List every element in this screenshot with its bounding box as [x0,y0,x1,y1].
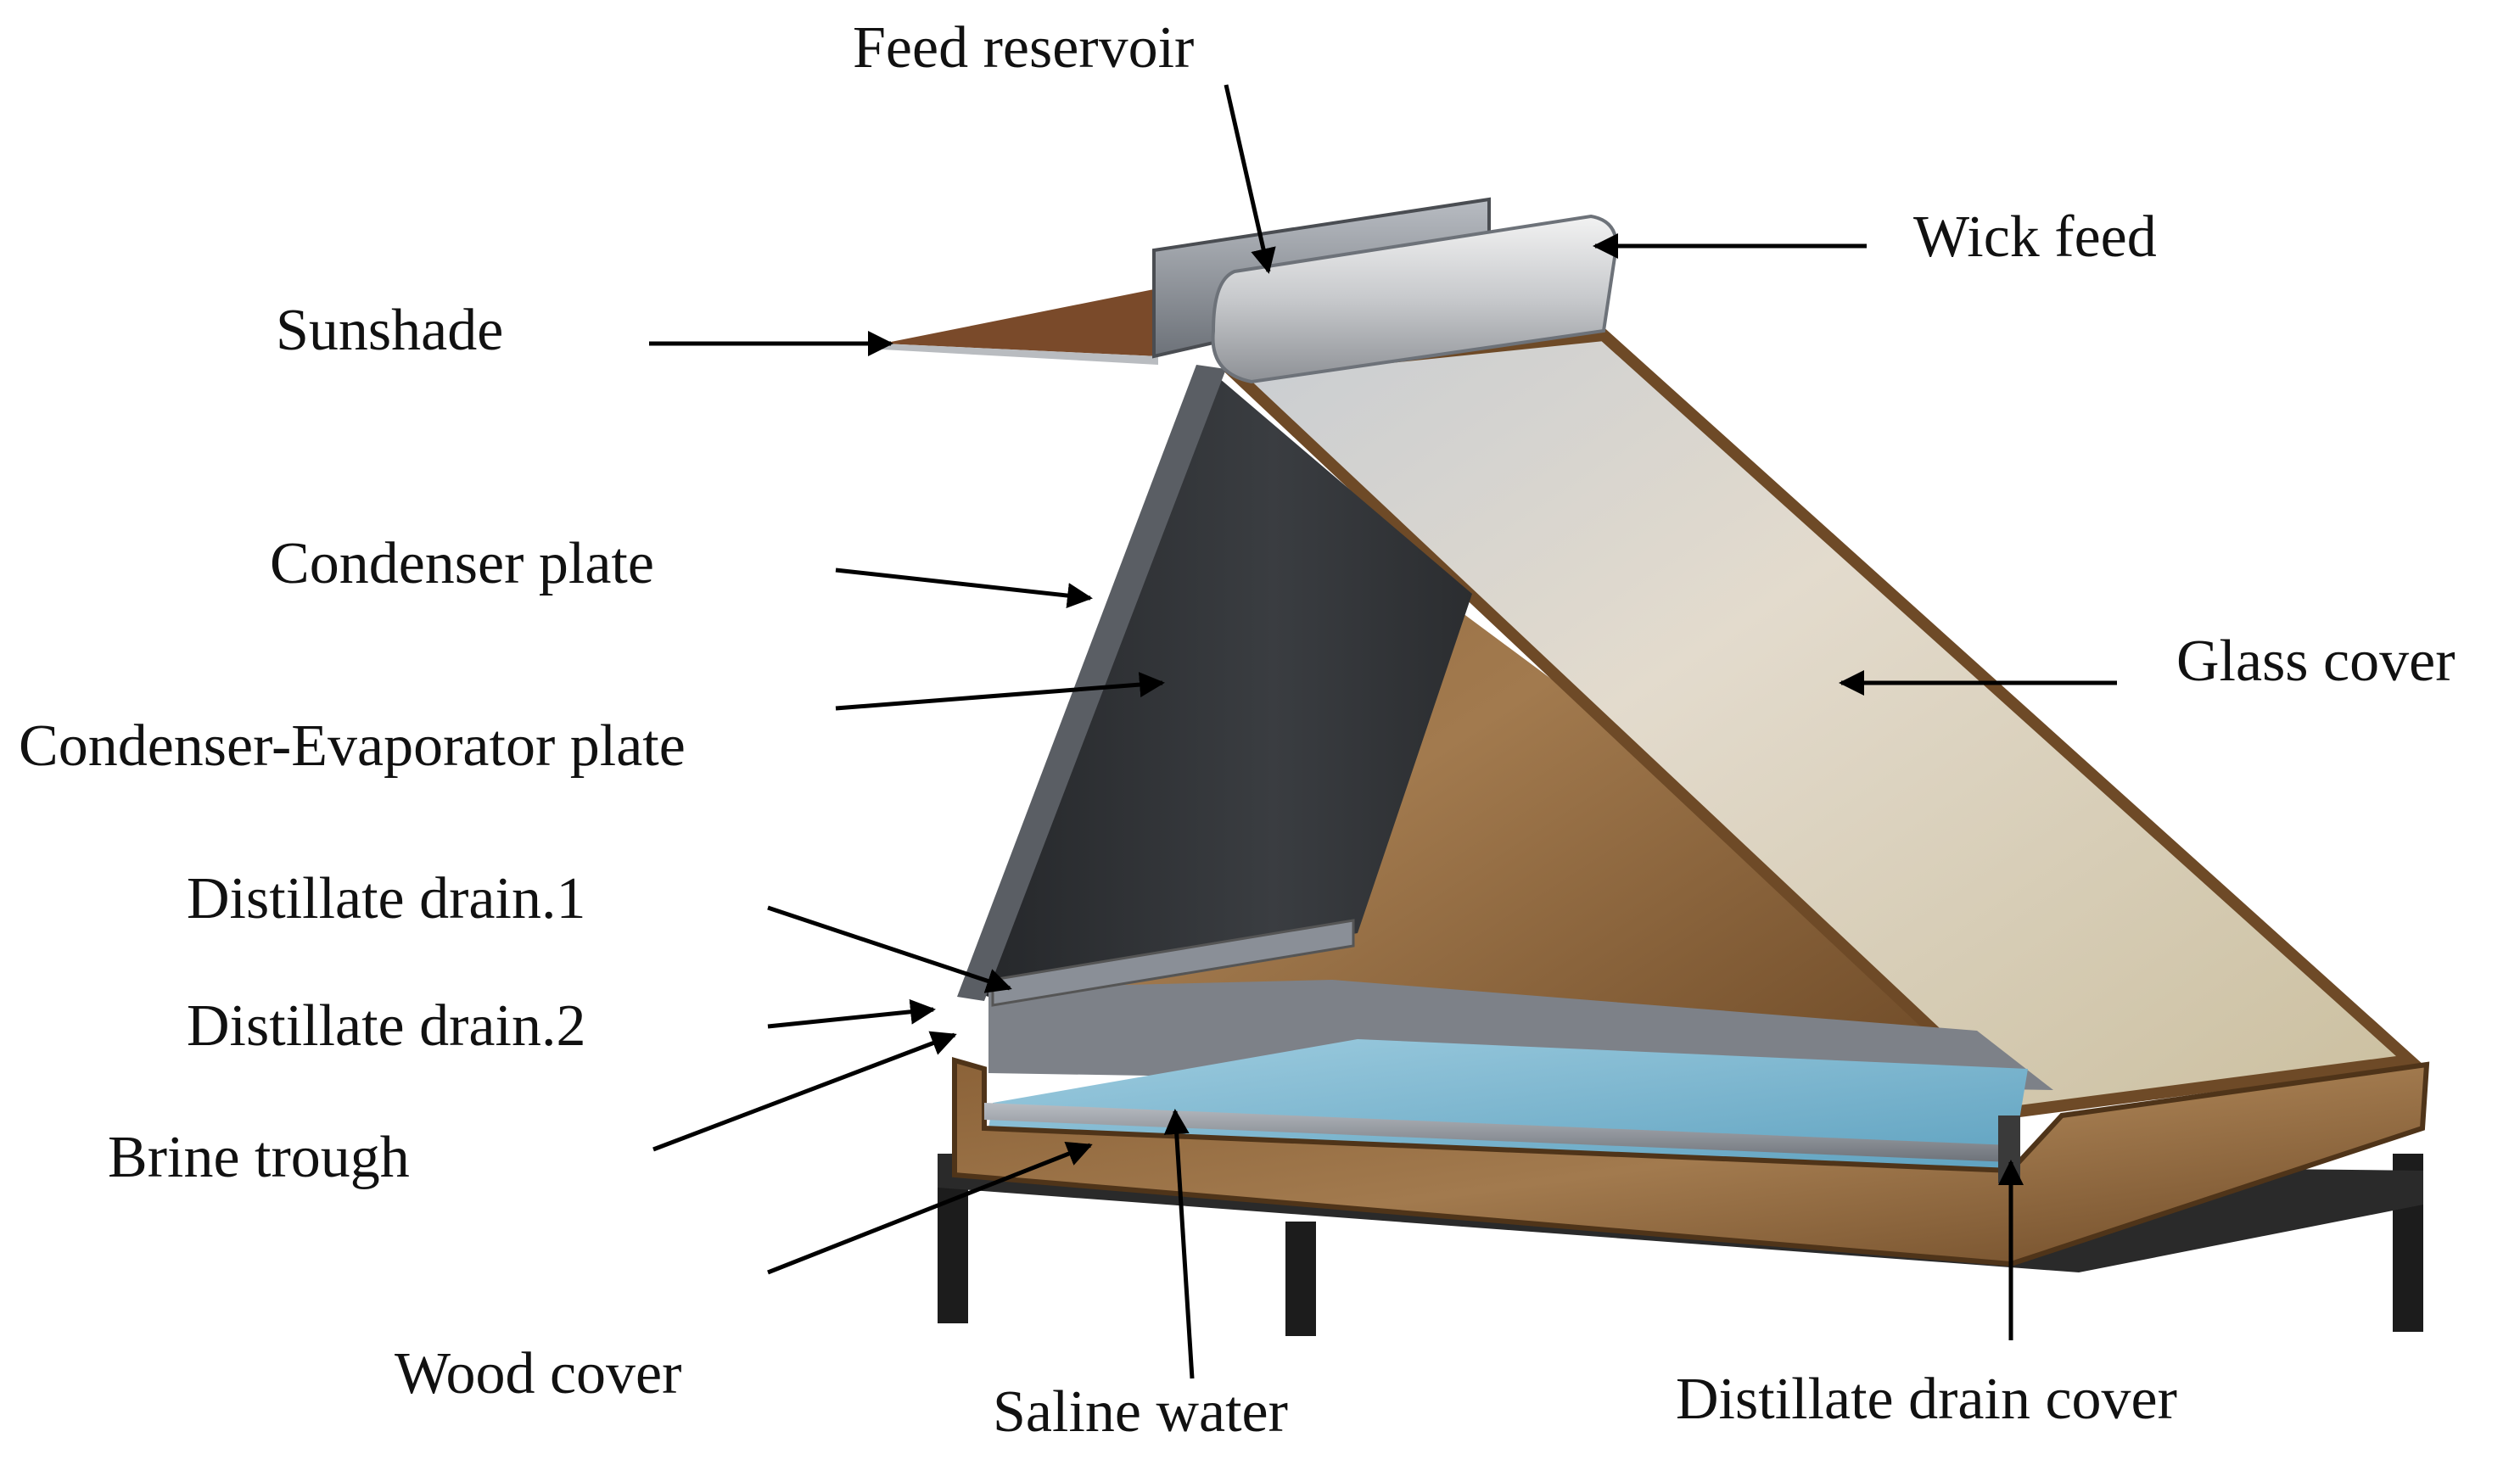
wood-front-frame [952,1057,2430,1267]
label-wood-cover: Wood cover [395,1341,682,1406]
arrow-feed-reservoir [1224,84,1276,274]
label-glass-cover: Glass cover [2176,629,2456,694]
label-distillate-drain-1: Distillate drain.1 [187,866,586,931]
arrow-saline-water [1163,1109,1195,1379]
label-condenser-evaporator-plate: Condenser-Evaporator plate [19,713,686,779]
label-distillate-drain-cover: Distillate drain cover [1676,1367,2177,1432]
label-saline-water: Saline water [993,1379,1288,1445]
label-sunshade: Sunshade [276,298,504,363]
arrow-condenser-plate [835,568,1093,608]
arrow-distillate-drain-1 [767,905,1012,993]
condenser-plate [957,365,1226,1001]
arrow-condenser-evaporator-plate [835,672,1165,711]
callout-arrows [649,84,2117,1379]
arrow-wood-cover [767,1141,1093,1275]
label-brine-trough: Brine trough [108,1125,410,1190]
distillate-drain-1-strip [991,919,1355,1007]
label-wick-feed: Wick feed [1913,204,2157,270]
brine-trough-lip [984,1103,2011,1162]
sunshade [882,288,1158,356]
label-condenser-plate: Condenser plate [270,531,654,596]
wick-feed-roll [1211,214,1619,384]
condenser-evaporator-plate [976,373,1472,1001]
arrow-brine-trough [652,1031,957,1152]
label-feed-reservoir: Feed reservoir [853,15,1195,81]
arrow-distillate-drain-2 [767,998,936,1029]
label-distillate-drain-2: Distillate drain.2 [187,993,586,1059]
